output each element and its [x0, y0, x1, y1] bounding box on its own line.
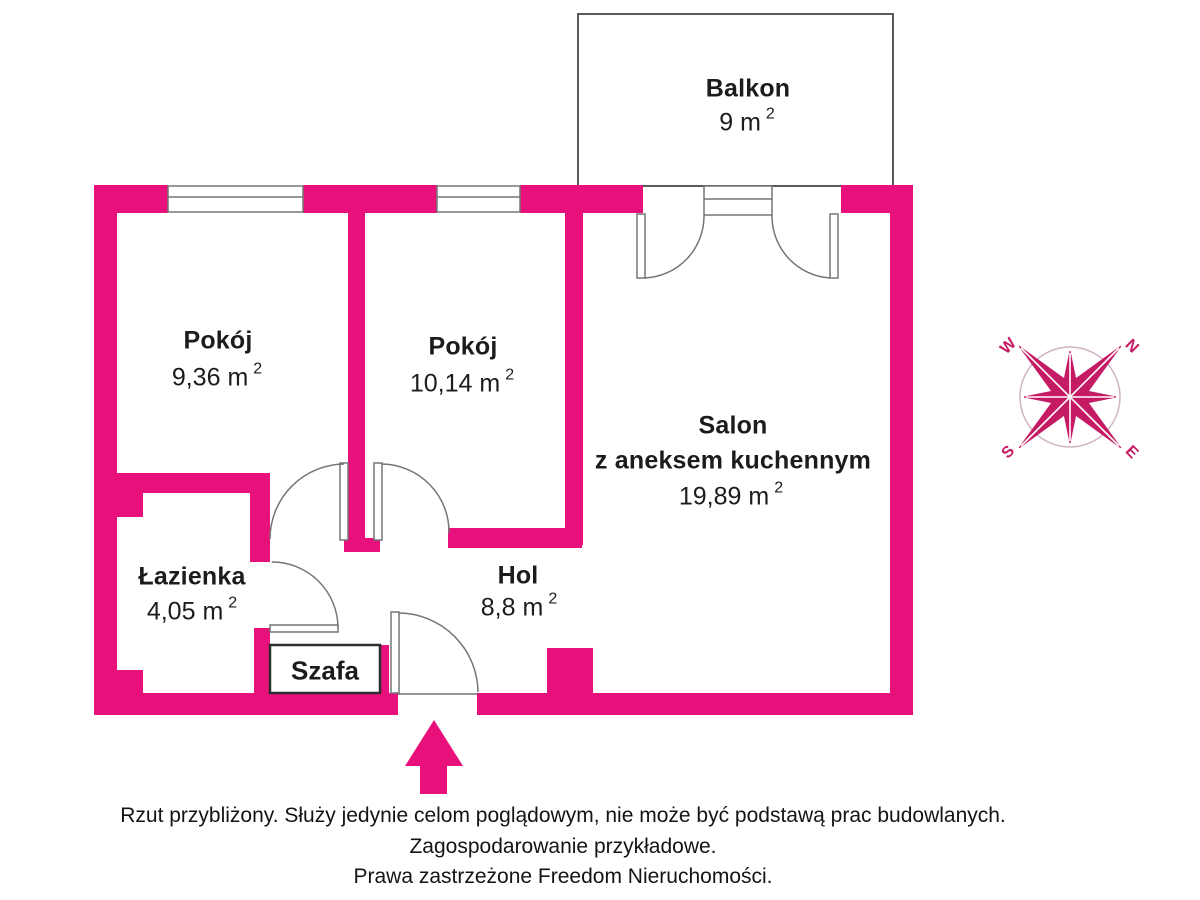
compass-north-label: N — [1122, 336, 1142, 356]
room-label-salon-line1: Salon — [698, 411, 768, 440]
disclaimer-line-1: Rzut przybliżony. Służy jedynie celom po… — [120, 804, 1006, 827]
disclaimer-footer: Rzut przybliżony. Służy jedynie celom po… — [0, 801, 1126, 893]
room2-door — [373, 462, 450, 541]
room-label-salon-line2: z aneksem kuchennym — [594, 446, 872, 475]
inner-walls — [117, 213, 583, 695]
balcony-outline — [577, 13, 894, 187]
room-label-balkon: Balkon — [705, 74, 791, 103]
szafa-box — [268, 643, 382, 695]
room-label-pokoj1: Pokój — [183, 326, 253, 355]
room1-door — [269, 462, 349, 541]
entrance-door — [390, 611, 479, 695]
disclaimer-line-2: Zagospodarowanie przykładowe. — [409, 834, 717, 858]
bathroom-door — [269, 561, 339, 633]
compass-icon: W N S E — [997, 334, 1142, 462]
outer-walls — [94, 185, 913, 715]
compass-south-label: S — [999, 442, 1019, 462]
compass-west-label: W — [997, 334, 1020, 357]
compass-east-label: E — [1122, 443, 1142, 463]
balcony-door — [636, 213, 839, 279]
room-label-lazienka: Łazienka — [138, 562, 246, 591]
entrance-arrow-icon — [405, 720, 463, 794]
pillar — [547, 648, 593, 694]
windows — [167, 185, 773, 216]
room-label-pokoj2: Pokój — [428, 332, 498, 361]
room-label-hol: Hol — [497, 561, 539, 590]
disclaimer-line-3: Prawa zastrzeżone Freedom Nieruchomości. — [353, 865, 773, 888]
room-label-szafa: Szafa — [291, 655, 359, 686]
